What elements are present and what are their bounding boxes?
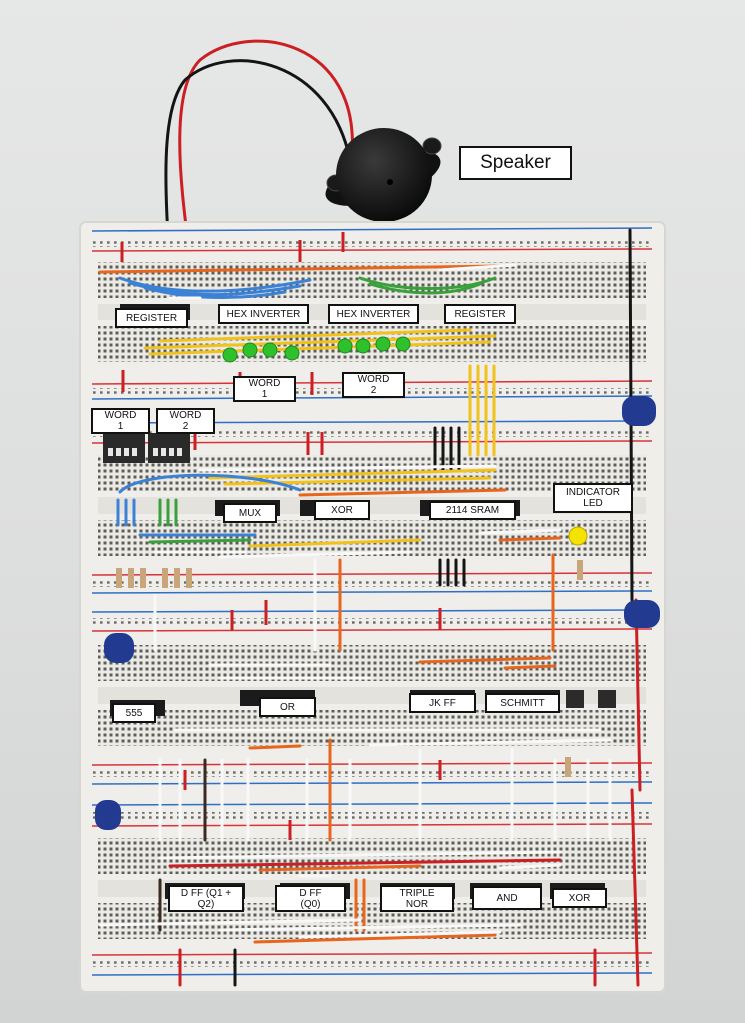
dff-q0-label: D FF (Q0) <box>275 885 346 912</box>
electrolytic-capacitor-icon <box>95 396 660 830</box>
speaker-black-lead <box>164 59 352 271</box>
dff-q1q2-label: D FF (Q1 + Q2) <box>168 885 244 912</box>
led-icon <box>222 336 588 546</box>
speaker-icon <box>325 128 442 222</box>
mux-label: MUX <box>223 503 277 523</box>
word2-led-label: WORD 2 <box>342 372 405 398</box>
xor-bottom-label: XOR <box>552 888 607 908</box>
indicator-led-label: INDICATOR LED <box>553 483 633 513</box>
xor-top-label: XOR <box>314 500 370 520</box>
sram-label: 2114 SRAM <box>429 501 516 520</box>
rail-jumpers <box>120 232 442 840</box>
register-left-label: REGISTER <box>115 308 188 328</box>
schmitt-label: SCHMITT <box>485 693 560 713</box>
word1-led-label: WORD 1 <box>233 376 296 402</box>
or-gate-label: OR <box>259 697 316 717</box>
speaker-red-lead <box>178 39 354 243</box>
timer-555-label: 555 <box>112 703 156 723</box>
dip-switch-icon <box>103 433 190 463</box>
wires <box>98 228 642 987</box>
speaker-label: Speaker <box>459 146 572 180</box>
jk-ff-label: JK FF <box>409 693 476 713</box>
breadboard <box>79 221 666 993</box>
hex-inverter-1-label: HEX INVERTER <box>218 304 309 324</box>
word2-switch-label: WORD 2 <box>156 408 215 434</box>
and-gate-label: AND <box>472 886 542 910</box>
hex-inverter-2-label: HEX INVERTER <box>328 304 419 324</box>
resistors <box>116 560 583 777</box>
register-right-label: REGISTER <box>444 304 516 324</box>
word1-switch-label: WORD 1 <box>91 408 150 434</box>
push-button-icon <box>566 690 616 708</box>
triple-nor-label: TRIPLE NOR <box>380 885 454 912</box>
